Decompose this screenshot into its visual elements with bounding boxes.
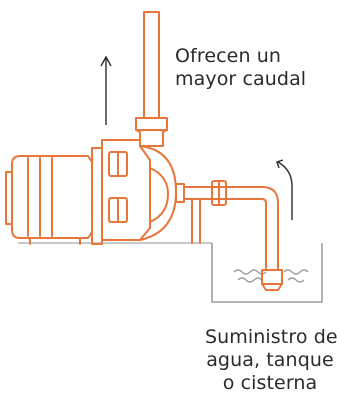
water-surface-icon <box>233 269 309 283</box>
centrifugal-pump-illustration <box>5 11 283 291</box>
supply-label-line: Suministro de <box>205 326 337 348</box>
water-supply-label: Suministro de agua, tanque o cisterna <box>205 326 337 395</box>
pump-support <box>191 198 201 244</box>
pump-housing <box>101 139 151 241</box>
supply-label-line: o cisterna <box>222 372 318 394</box>
output-label-line: mayor caudal <box>175 68 307 90</box>
output-flow-label: Ofrecen un mayor caudal <box>175 45 306 91</box>
output-label-line: Ofrecen un <box>175 45 282 67</box>
curved-arrow-icon <box>276 159 293 220</box>
supply-label-line: agua, tanque <box>206 349 334 371</box>
water-tank-illustration <box>211 243 323 303</box>
motor-body <box>11 155 93 239</box>
discharge-pipe <box>143 11 160 119</box>
up-arrow-icon <box>100 55 112 125</box>
